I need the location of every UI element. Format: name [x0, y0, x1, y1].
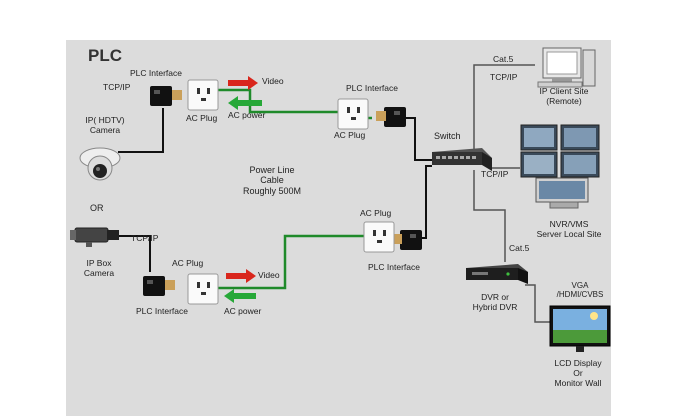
dome-camera-icon — [79, 147, 121, 181]
cable-camera-bottom — [118, 235, 151, 272]
box-camera-icon — [70, 227, 119, 247]
cable-to-lcd — [525, 284, 552, 323]
nvr-vms-label: NVR/VMS Server Local Site — [536, 219, 602, 239]
desktop-computer-icon — [537, 47, 596, 88]
ac-plug-label-bottom-right: AC Plug — [360, 208, 392, 218]
lcd-display-icon — [549, 305, 611, 352]
lcd-display-label: LCD Display Or Monitor Wall — [554, 358, 602, 388]
ac-plug-icon-top-left — [187, 79, 219, 111]
ac-plug-icon-bottom-left — [187, 273, 219, 305]
plc-interface-icon-top-right — [376, 107, 406, 127]
or-label: OR — [90, 203, 104, 213]
tcpip-label-top-left: TCP/IP — [103, 82, 131, 92]
cable-to-dvr — [473, 170, 506, 262]
ac-plug-icon-top-right — [337, 98, 369, 130]
cat5-label-bottom: Cat.5 — [509, 243, 530, 253]
ac-plug-label-top-left: AC Plug — [186, 113, 218, 123]
ac-plug-label-bottom-left: AC Plug — [172, 258, 204, 268]
ac-power-arrow-top-icon — [228, 96, 262, 110]
cable-top-plc-to-switch — [403, 117, 432, 161]
dvr-label: DVR or Hybrid DVR — [472, 292, 518, 312]
plc-interface-label-top-right: PLC Interface — [346, 83, 398, 93]
cable-bottom-plc-to-switch — [417, 165, 432, 239]
ip-hdtv-camera-label: IP( HDTV) Camera — [85, 115, 125, 135]
cable-camera-top — [118, 108, 164, 153]
plc-interface-icon-bottom-right — [392, 230, 422, 250]
plc-interface-label-top-left: PLC Interface — [130, 68, 182, 78]
ac-power-label-top: AC power — [228, 110, 266, 120]
plc-interface-icon-top-left — [150, 86, 182, 106]
ip-box-camera-label: IP Box Camera — [83, 258, 115, 278]
video-label-bottom: Video — [258, 270, 280, 280]
ac-power-arrow-bottom-icon — [224, 289, 256, 303]
ac-power-label-bottom: AC power — [224, 306, 262, 316]
cat5-label-top: Cat.5 — [493, 54, 514, 64]
power-line-cable-label: Power Line Cable Roughly 500M — [242, 165, 302, 196]
tcpip-label-bottom-left: TCP/IP — [131, 233, 159, 243]
video-arrow-bottom-icon — [226, 269, 256, 283]
plc-interface-icon-bottom-left — [143, 276, 175, 296]
nvr-monitors-icon — [520, 124, 600, 209]
video-label-top: Video — [262, 76, 284, 86]
dvr-icon — [466, 264, 528, 284]
cable-to-ip-client — [473, 64, 535, 150]
tcpip-label-right: TCP/IP — [481, 169, 509, 179]
vga-hdmi-cvbs-label: VGA /HDMI/CVBS — [556, 281, 604, 300]
power-line-bottom — [218, 234, 368, 290]
tcpip-label-top-right: TCP/IP — [490, 72, 518, 82]
switch-label: Switch — [434, 131, 461, 141]
plc-interface-label-bottom-left: PLC Interface — [136, 306, 188, 316]
ip-client-site-label: IP Client Site (Remote) — [539, 86, 589, 106]
video-arrow-top-icon — [228, 76, 258, 90]
ac-plug-icon-bottom-right — [363, 221, 395, 253]
plc-interface-label-bottom-right: PLC Interface — [368, 262, 420, 272]
ac-plug-label-top-right: AC Plug — [334, 130, 366, 140]
network-switch-icon — [432, 148, 492, 171]
diagram-title: PLC — [88, 46, 122, 65]
